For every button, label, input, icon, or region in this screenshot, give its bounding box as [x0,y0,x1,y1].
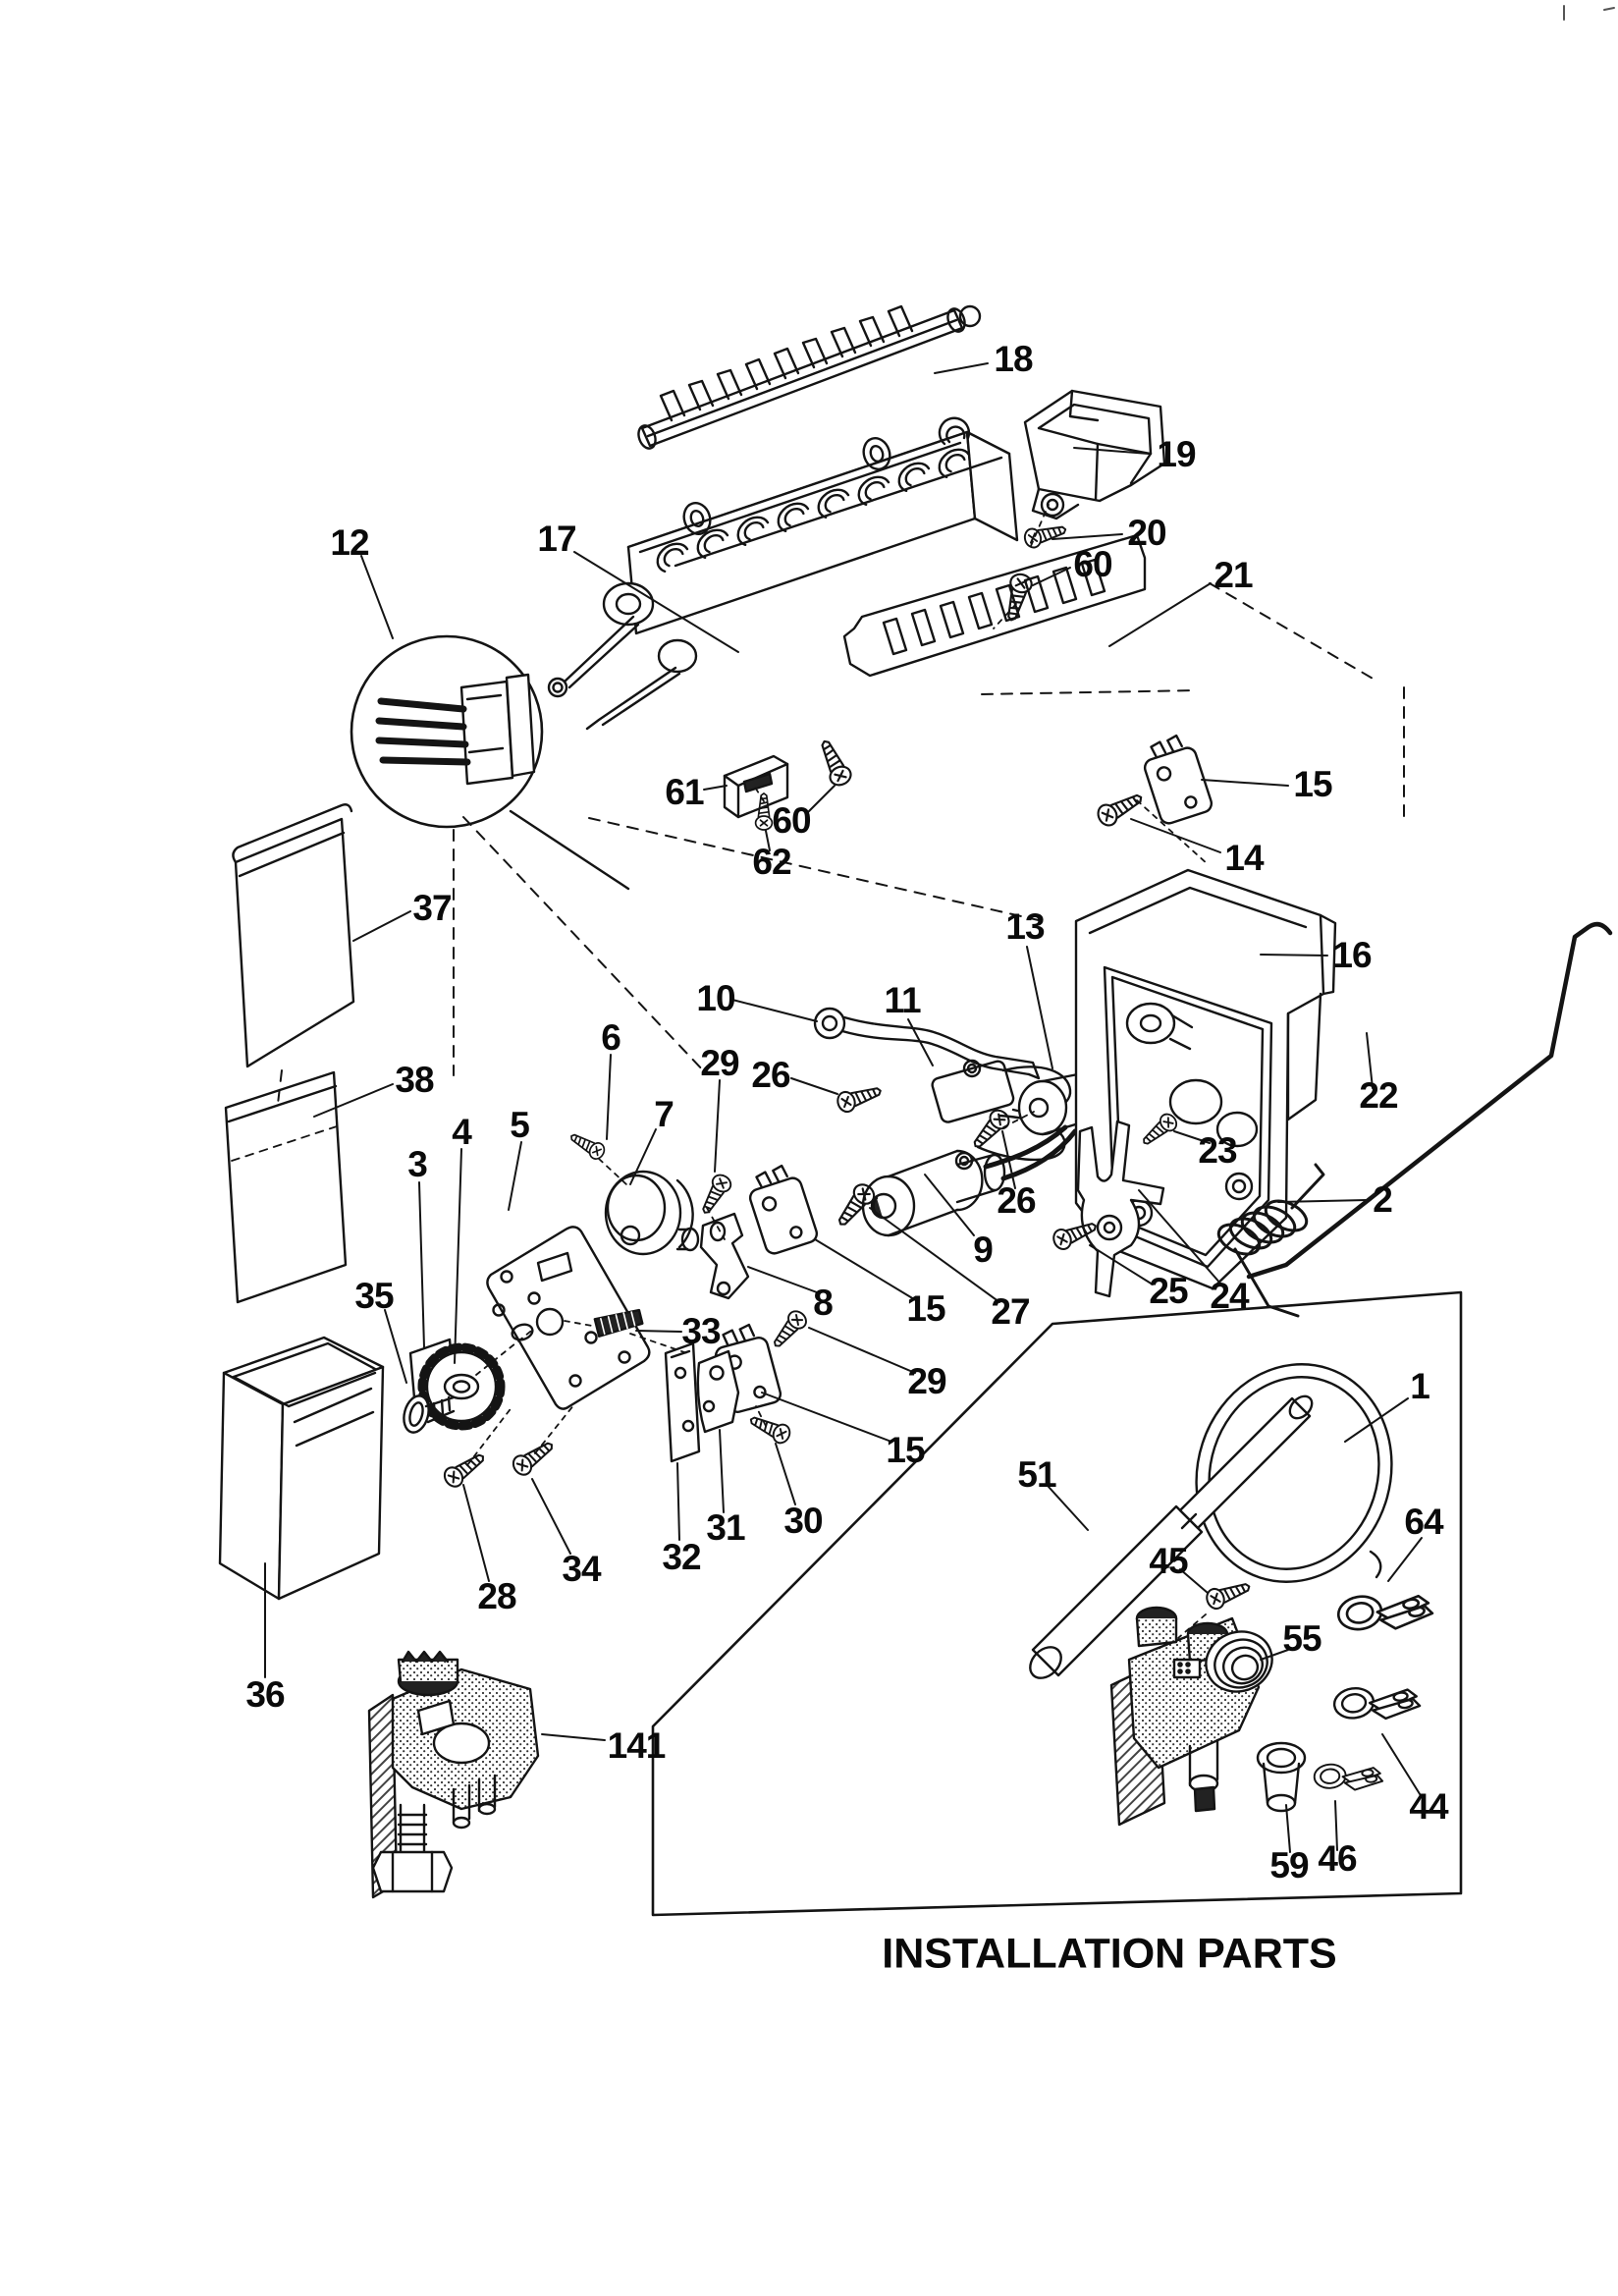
part-label-38: 38 [395,1060,434,1100]
part-label-64: 64 [1404,1502,1443,1542]
leader-lines [264,362,1423,1853]
ice-stripper-18-drawing [637,304,982,450]
lever-10-drawing [813,1007,1041,1080]
fork-lever-24-drawing [1076,1120,1165,1298]
part-label-59: 59 [1269,1845,1309,1886]
part-label-19: 19 [1157,434,1196,474]
fill-tube-51-drawing [1029,1394,1314,1679]
part-label-34: 34 [562,1549,601,1589]
part-label-28: 28 [477,1576,516,1616]
harness-inset-12-drawing [350,634,630,891]
part-label-10: 10 [696,978,735,1018]
part-label-5: 5 [510,1105,530,1145]
installation-box-outline [651,1290,1463,1917]
part-label-62: 62 [752,842,791,882]
cutter-grid-21-drawing [842,533,1147,678]
part-label-4: 4 [452,1112,472,1152]
part-label-33: 33 [681,1311,721,1351]
part-label-24: 24 [1210,1276,1249,1316]
part-label-18: 18 [994,339,1033,379]
water-valve-55-drawing [1109,1606,1273,1827]
part-label-13: 13 [1005,906,1045,947]
part-label-141: 141 [607,1725,667,1766]
part-label-29: 29 [700,1043,739,1083]
bracket-61-drawing [723,754,789,819]
wire-arm-22-drawing [1246,921,1613,1280]
part-label-9: 9 [973,1230,994,1270]
part-label-15: 15 [886,1430,925,1470]
part-label-11: 11 [884,980,921,1020]
part-label-7: 7 [654,1094,674,1134]
part-label-31: 31 [706,1507,745,1548]
part-label-44: 44 [1409,1786,1448,1827]
part-label-15: 15 [906,1288,945,1329]
holder-8-drawing [699,1212,750,1300]
dashed-construction-lines [277,582,1405,1105]
installation-parts-title: INSTALLATION PARTS [882,1930,1337,1978]
gear-35-drawing [403,1342,506,1434]
part-label-45: 45 [1149,1541,1188,1581]
bushing-59-drawing [1256,1741,1307,1813]
part-label-23: 23 [1198,1130,1237,1171]
clamp-46-drawing [1312,1759,1384,1795]
part-label-8: 8 [813,1283,834,1323]
part-label-2: 2 [1373,1179,1393,1220]
part-label-25: 25 [1149,1271,1188,1311]
part-label-26: 26 [751,1055,790,1095]
plate-31-drawing [696,1349,740,1434]
o-ring-1-drawing [1195,1363,1393,1583]
motor-7-drawing [604,1170,700,1256]
container-36-drawing [218,1336,385,1601]
switch-15-top-drawing [1136,730,1215,827]
page-corner-marks [1563,5,1615,21]
clamp-64-drawing [1334,1583,1435,1640]
part-label-32: 32 [662,1537,701,1577]
ice-mold-17-drawing [547,416,1019,731]
part-label-51: 51 [1017,1454,1056,1495]
solenoid-9-drawing [861,1149,1006,1237]
dashed-alignment-lines [466,504,1209,1639]
part-label-3: 3 [407,1144,428,1184]
part-label-14: 14 [1224,838,1264,878]
cover-19-drawing [1023,389,1166,520]
part-label-29: 29 [907,1361,946,1401]
part-label-26: 26 [997,1180,1036,1221]
water-valve-141-drawing [367,1650,540,1899]
part-label-60: 60 [1073,544,1112,584]
stud-33-drawing [593,1308,644,1338]
part-label-55: 55 [1282,1618,1321,1659]
part-label-21: 21 [1214,555,1253,595]
part-label-37: 37 [412,888,452,928]
part-label-1: 1 [1410,1366,1430,1406]
plate-32-drawing [664,1341,701,1463]
part-label-35: 35 [354,1276,394,1316]
part-label-12: 12 [330,522,369,563]
part-label-22: 22 [1359,1075,1398,1116]
part-label-61: 61 [665,772,704,812]
label-sheet-38-drawing [224,1070,348,1304]
part-label-27: 27 [991,1291,1030,1332]
manual-37-drawing [232,803,355,1068]
part-label-15: 15 [1293,764,1332,804]
part-label-60: 60 [772,800,811,841]
switch-15-mid-drawing [741,1160,821,1257]
part-label-20: 20 [1127,513,1166,553]
part-label-46: 46 [1318,1838,1357,1879]
part-label-6: 6 [601,1017,621,1058]
part-label-36: 36 [245,1674,285,1715]
clamp-44-drawing [1330,1678,1423,1727]
part-label-17: 17 [537,519,576,559]
part-label-16: 16 [1332,935,1372,975]
part-label-30: 30 [783,1501,823,1541]
